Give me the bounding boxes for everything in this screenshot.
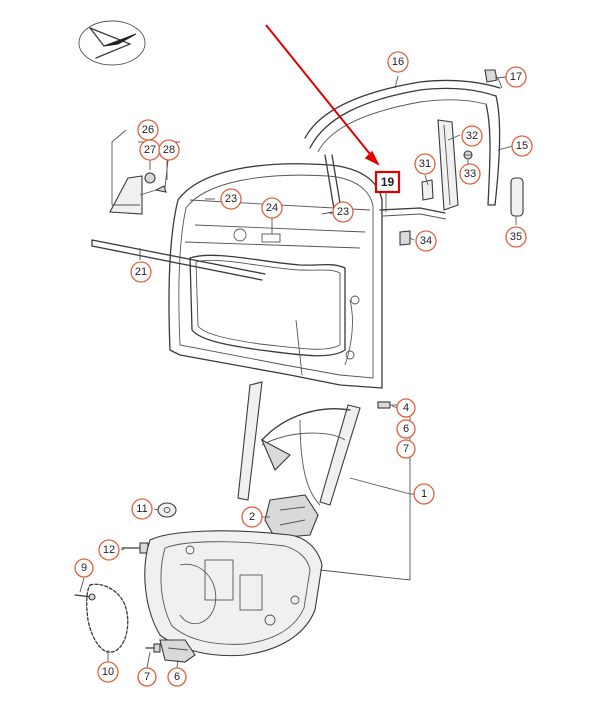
- callout-1-label: 1: [421, 488, 427, 500]
- triangle-trim-part-32: [437, 119, 459, 211]
- highlight-arrow: [265, 24, 380, 166]
- callout-32[interactable]: 32: [461, 125, 483, 147]
- seal-part-35: [510, 177, 524, 217]
- callout-24[interactable]: 24: [261, 197, 283, 219]
- callout-33[interactable]: 33: [459, 163, 481, 185]
- callout-15[interactable]: 15: [511, 135, 533, 157]
- callout-6-upper-label: 6: [403, 423, 409, 435]
- screw-part-7: [145, 643, 161, 653]
- callout-6-upper[interactable]: 6: [396, 419, 416, 439]
- mirror-triangle-part-26: [109, 172, 167, 215]
- callout-26-label: 26: [142, 124, 154, 136]
- callout-32-label: 32: [466, 130, 478, 142]
- seal-strip-part-21: [91, 239, 266, 281]
- callout-1[interactable]: 1: [413, 483, 435, 505]
- callout-10-label: 10: [102, 666, 114, 678]
- bolt-part-12: [121, 542, 149, 554]
- assembly-carrier: [144, 530, 323, 657]
- callout-11[interactable]: 11: [131, 498, 153, 520]
- callout-4[interactable]: 4: [396, 398, 416, 418]
- callout-23-right[interactable]: 23: [332, 201, 354, 223]
- callout-7-lower[interactable]: 7: [137, 667, 157, 687]
- door-shell: [168, 163, 383, 389]
- washer-part-11: [157, 502, 177, 518]
- window-regulator: [237, 381, 398, 506]
- callout-34[interactable]: 34: [415, 230, 437, 252]
- callout-15-label: 15: [516, 140, 528, 152]
- block-part-34: [399, 230, 411, 246]
- callout-27-label: 27: [144, 144, 156, 156]
- callout-28[interactable]: 28: [158, 139, 180, 161]
- callout-23-left[interactable]: 23: [220, 188, 242, 210]
- callout-33-label: 33: [464, 168, 476, 180]
- callout-35[interactable]: 35: [505, 226, 527, 248]
- callout-23-right-label: 23: [337, 206, 349, 218]
- callout-17[interactable]: 17: [505, 66, 527, 88]
- highlighted-callout-19-label: 19: [381, 175, 395, 189]
- screw-part-9: [74, 593, 96, 601]
- callout-16-label: 16: [392, 56, 404, 68]
- screw-part-33: [463, 150, 473, 160]
- window-frame-trim: [304, 79, 501, 206]
- callout-27[interactable]: 27: [139, 139, 161, 161]
- callout-34-label: 34: [420, 235, 432, 247]
- callout-31-label: 31: [419, 158, 431, 170]
- callout-2[interactable]: 2: [241, 506, 263, 528]
- orientation-compass-icon: [78, 20, 146, 66]
- callout-12[interactable]: 12: [98, 539, 120, 561]
- callout-7-upper[interactable]: 7: [396, 439, 416, 459]
- callout-7-upper-label: 7: [403, 443, 409, 455]
- callout-23-left-label: 23: [225, 193, 237, 205]
- callout-6-lower-label: 6: [174, 671, 180, 683]
- callout-12-label: 12: [103, 544, 115, 556]
- panel-part-10: [86, 583, 129, 653]
- callout-2-label: 2: [249, 511, 255, 523]
- callout-31[interactable]: 31: [414, 153, 436, 175]
- callout-26[interactable]: 26: [137, 119, 159, 141]
- bracket-part-31: [421, 179, 434, 201]
- callout-4-label: 4: [403, 402, 409, 414]
- callout-21-label: 21: [135, 266, 147, 278]
- callout-6-lower[interactable]: 6: [167, 667, 187, 687]
- latch-part-6: [159, 639, 196, 663]
- callout-28-label: 28: [163, 144, 175, 156]
- callout-11-label: 11: [136, 503, 147, 515]
- callout-16[interactable]: 16: [387, 51, 409, 73]
- motor-part-2: [264, 494, 319, 539]
- callout-24-label: 24: [266, 202, 278, 214]
- callout-10[interactable]: 10: [97, 661, 119, 683]
- callout-9-label: 9: [81, 562, 87, 574]
- callout-9[interactable]: 9: [74, 558, 94, 578]
- callout-7-lower-label: 7: [144, 671, 150, 683]
- clip-part-17: [484, 69, 503, 89]
- callout-21[interactable]: 21: [130, 261, 152, 283]
- callout-35-label: 35: [510, 231, 522, 243]
- callout-17-label: 17: [510, 71, 522, 83]
- highlighted-callout-19[interactable]: 19: [374, 170, 401, 194]
